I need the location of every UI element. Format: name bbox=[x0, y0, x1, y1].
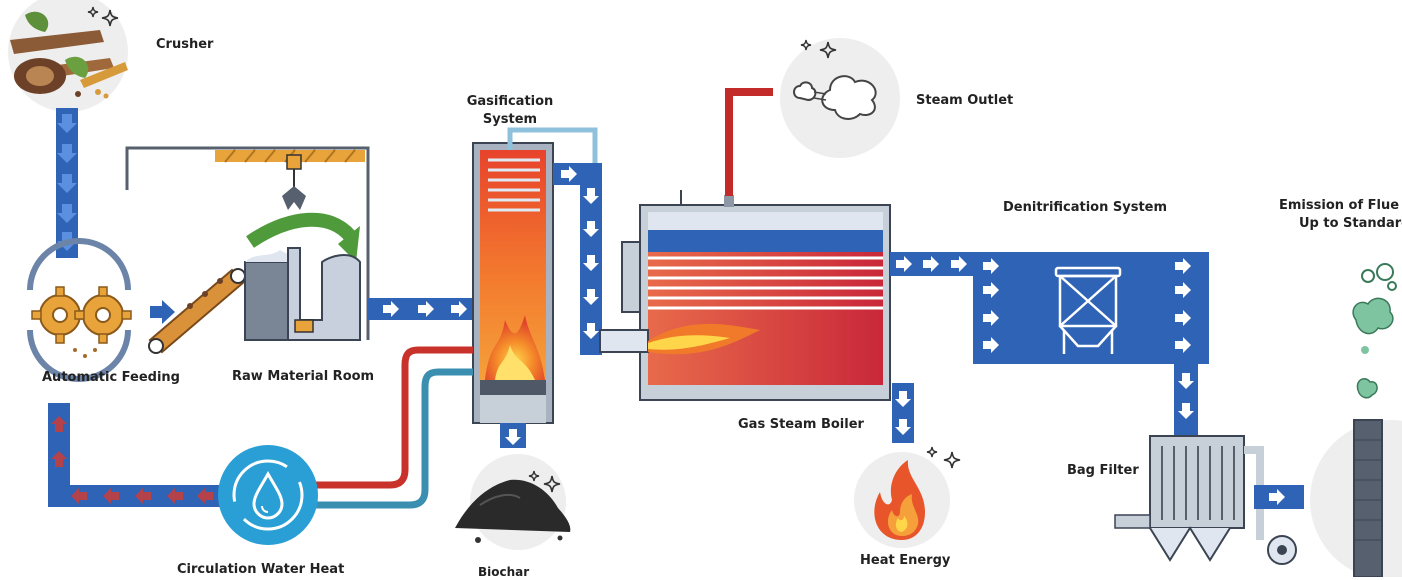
flue-gas-pipe bbox=[890, 252, 975, 276]
bag-filter bbox=[1114, 435, 1297, 565]
emission-label-line2: Up to Standard bbox=[1299, 216, 1402, 231]
steam-outlet-label: Steam Outlet bbox=[916, 93, 1014, 108]
gear-icon bbox=[27, 238, 132, 382]
gas-pipe bbox=[553, 163, 602, 355]
gas-steam-boiler bbox=[599, 190, 891, 401]
gasification-label-line2: System bbox=[482, 112, 538, 127]
filter-pipe bbox=[1174, 364, 1198, 436]
gasification-system bbox=[472, 127, 598, 448]
conveyor-belt bbox=[148, 268, 246, 354]
gasification-label-line1: Gasification bbox=[466, 94, 554, 109]
emission-label-line1: Emission of Flue G bbox=[1279, 198, 1402, 213]
water-drop-icon bbox=[218, 445, 318, 545]
raw-material-room-label: Raw Material Room bbox=[232, 369, 375, 384]
hot-water-pipe bbox=[310, 346, 473, 489]
steam-pipe bbox=[725, 88, 773, 196]
feed-pipe bbox=[368, 298, 473, 320]
feed-arrow bbox=[150, 300, 175, 324]
exit-arrow bbox=[1254, 485, 1304, 509]
return-water-pipe bbox=[48, 403, 232, 507]
circulation-water-heat-label: Circulation Water Heat bbox=[177, 562, 345, 577]
gas-steam-boiler-label: Gas Steam Boiler bbox=[738, 417, 864, 432]
crusher-illustration bbox=[8, 0, 128, 112]
crusher-label: Crusher bbox=[156, 37, 214, 52]
chimney bbox=[1310, 263, 1402, 577]
biochar-label: Biochar bbox=[478, 565, 530, 579]
denitrification-system bbox=[973, 252, 1209, 364]
heat-energy-label: Heat Energy bbox=[860, 553, 951, 568]
cold-water-pipe bbox=[310, 368, 473, 509]
biochar-pile bbox=[455, 454, 571, 550]
denitrification-label: Denitrification System bbox=[1003, 200, 1168, 215]
cloud-icon bbox=[780, 38, 900, 158]
flame-icon bbox=[854, 452, 950, 548]
crusher-down-pipe bbox=[56, 108, 78, 258]
bag-filter-label: Bag Filter bbox=[1067, 463, 1139, 478]
heat-pipe bbox=[892, 383, 914, 443]
raw-material-room bbox=[125, 146, 370, 341]
automatic-feeding-label: Automatic Feeding bbox=[42, 370, 180, 385]
